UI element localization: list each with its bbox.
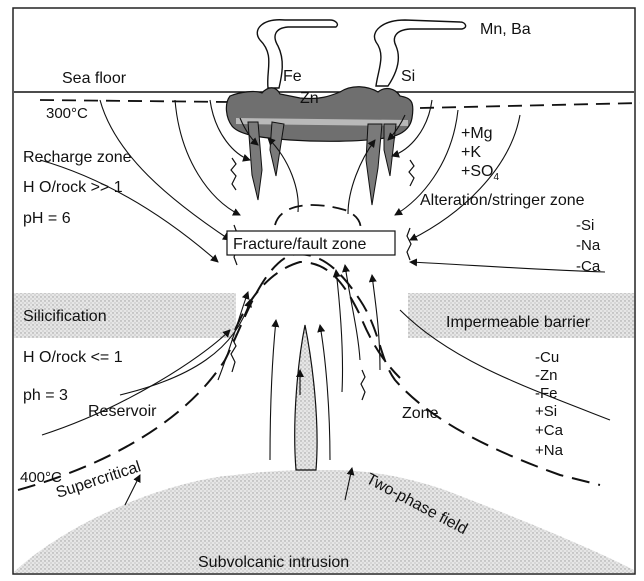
label-plus-na: +Na [535, 442, 564, 459]
label-recharge-zone: Recharge zone [23, 149, 132, 166]
label-impermeable-barrier: Impermeable barrier [446, 314, 591, 331]
label-minus-fe: -Fe [535, 385, 558, 402]
label-h2o-rock-low: H O/rock <= 1 [23, 349, 123, 366]
label-fe: Fe [283, 68, 302, 85]
label-zn: Zn [300, 90, 319, 107]
label-mn-ba: Mn, Ba [480, 21, 531, 38]
label-si-plume: Si [401, 68, 415, 85]
label-ph-6: pH = 6 [23, 210, 71, 227]
label-ph-3: ph = 3 [23, 387, 68, 404]
label-zone: Zone [402, 405, 439, 422]
label-reservoir: Reservoir [88, 403, 157, 420]
label-minus-zn: -Zn [535, 367, 558, 384]
label-minus-na: -Na [576, 237, 601, 254]
label-sea-floor: Sea floor [62, 70, 127, 87]
label-subvolcanic-intrusion: Subvolcanic intrusion [198, 554, 349, 571]
label-alteration-zone: Alteration/stringer zone [420, 192, 585, 209]
label-minus-cu: -Cu [535, 349, 559, 366]
label-minus-ca: -Ca [576, 258, 601, 275]
label-plus-mg: +Mg [461, 125, 493, 142]
label-temp-400: 400°C [20, 469, 62, 486]
label-fracture-zone: Fracture/fault zone [233, 236, 367, 253]
label-temp-300: 300°C [46, 105, 88, 122]
label-silicification: Silicification [23, 308, 107, 325]
label-so4-subscript: 4 [493, 172, 499, 183]
label-plus-k: +K [461, 144, 481, 161]
label-minus-si: -Si [576, 217, 594, 234]
label-plus-so4-main: +SO [461, 163, 493, 180]
label-plus-ca: +Ca [535, 422, 564, 439]
label-h2o-rock-high: H O/rock >> 1 [23, 179, 123, 196]
label-plus-si: +Si [535, 403, 557, 420]
